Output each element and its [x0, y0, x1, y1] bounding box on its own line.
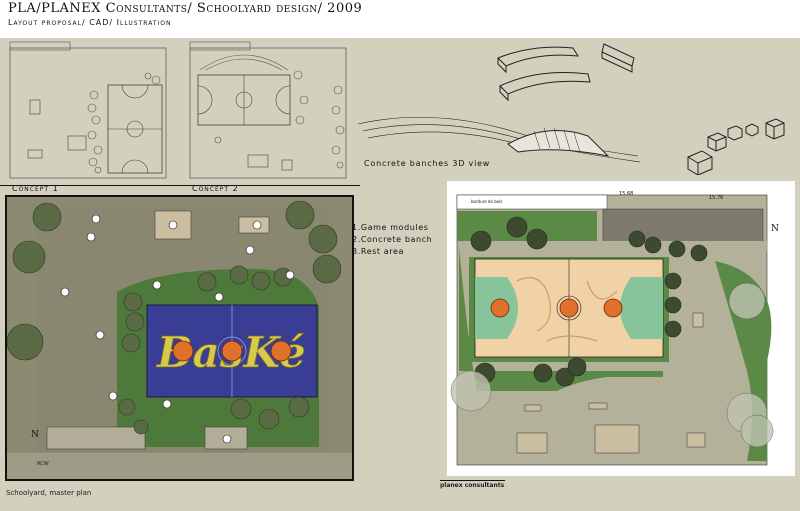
master-plan-left: BasKé N RCW — [5, 195, 354, 481]
legend-item-3: 3.Rest area — [352, 247, 405, 256]
north-arrow-left: N — [31, 430, 39, 440]
concept-1-drawing — [9, 41, 167, 179]
wood-border-label: bordure de bois — [471, 199, 502, 204]
dimension-1: 15,68 — [619, 191, 633, 197]
footer-title: Schoolyard, master plan — [6, 489, 92, 497]
benches-caption: Concrete banches 3D view — [364, 159, 490, 168]
page-subtitle: Layout proposal/ CAD/ Illustration — [8, 18, 172, 27]
footer-rule — [440, 480, 505, 481]
game-modules-3d-view — [687, 118, 785, 175]
footer-brand: planex consultants — [440, 482, 505, 489]
legend: 1.Game modules 2.Concrete banch 3.Rest a… — [352, 222, 432, 258]
concept-1-sketch: Concept 1 — [8, 40, 168, 193]
concept-2-sketch: Concept 2 — [188, 40, 348, 193]
master-plan-right-drawing: 15,68 15,76 bordure de bois N — [447, 181, 795, 476]
master-plan-drawing: BasKé N RCW — [7, 197, 352, 479]
dimension-2: 15,76 — [709, 195, 723, 201]
legend-item-2: 2.Concrete banch — [352, 235, 433, 244]
divider — [0, 185, 360, 186]
master-plan-right: 15,68 15,76 bordure de bois N — [447, 181, 795, 476]
page-title: PLA/PLANEX Consultants/ Schoolyard desig… — [8, 1, 363, 16]
legend-item-1: 1.Game modules — [352, 223, 429, 232]
header-bar: PLA/PLANEX Consultants/ Schoolyard desig… — [0, 0, 800, 38]
rcw-label: RCW — [37, 461, 49, 467]
concept-2-caption: Concept 2 — [192, 184, 239, 193]
north-arrow-right: N — [771, 224, 779, 234]
concrete-benches-3d-view: Concrete banches 3D view — [358, 43, 641, 168]
concept-2-drawing — [189, 41, 347, 179]
concept-1-caption: Concept 1 — [12, 184, 59, 193]
